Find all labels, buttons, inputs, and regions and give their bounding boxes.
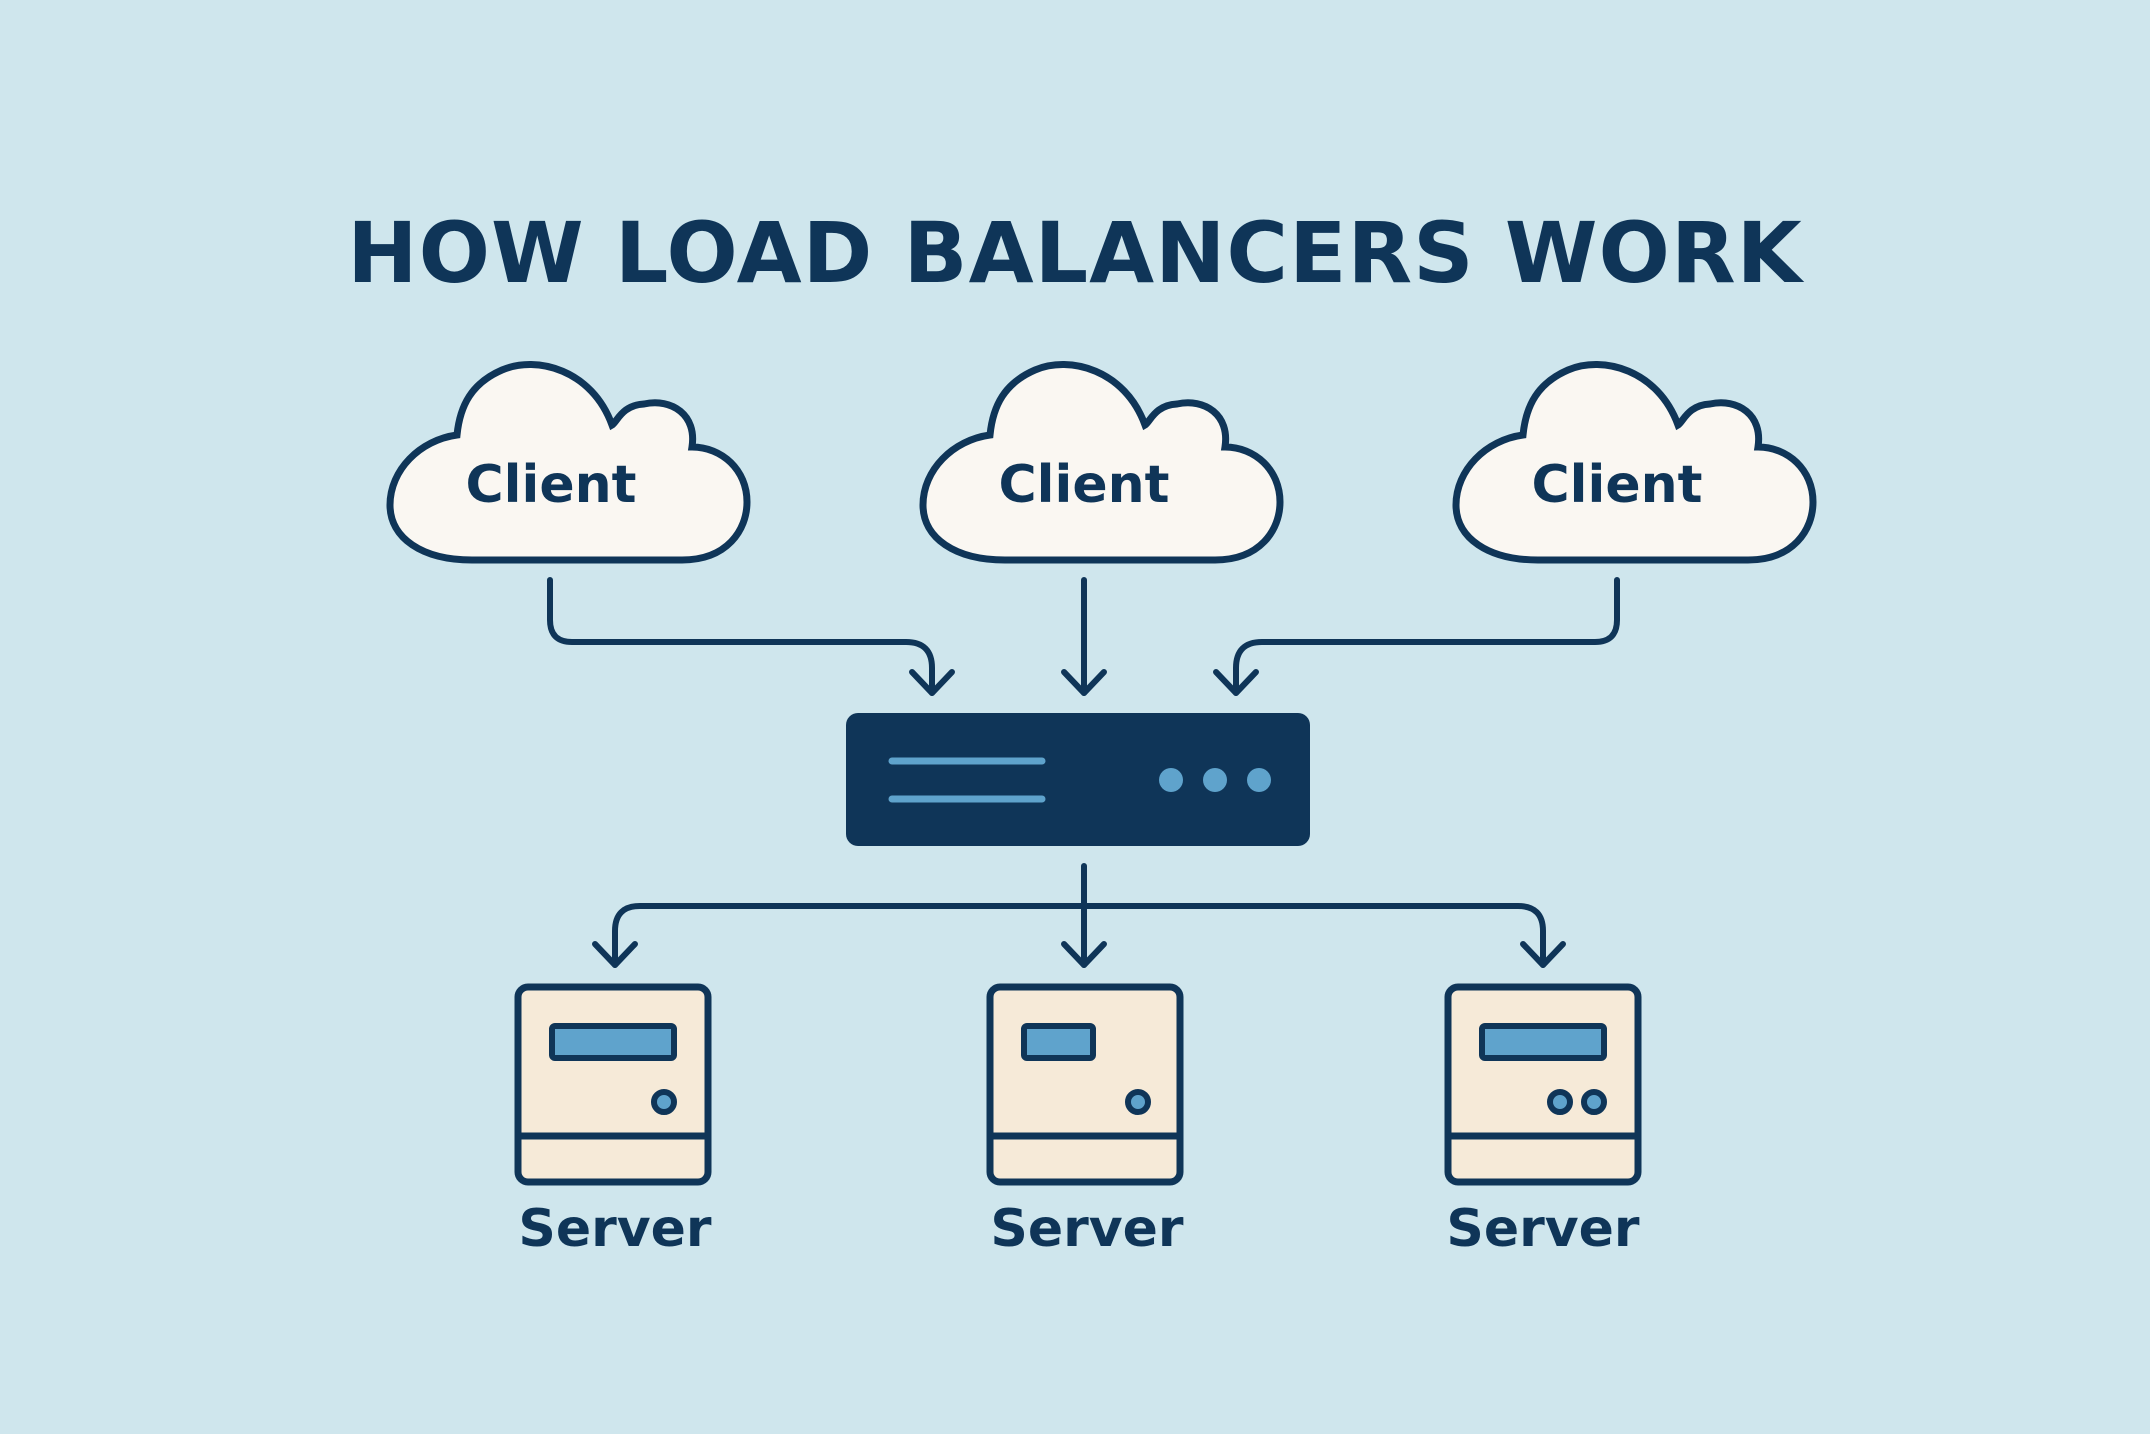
indicator-light	[1247, 768, 1271, 792]
arrowhead-icon	[1061, 941, 1107, 968]
server-label: Server	[518, 1199, 712, 1259]
balancer-to-server-3-arrow	[1081, 903, 1546, 968]
diagram-title: HOW LOAD BALANCERS WORK	[347, 204, 1804, 302]
load-balancer	[846, 713, 1310, 846]
server-body	[986, 983, 1184, 1186]
load-balancer-body	[846, 713, 1310, 846]
arrowhead-icon	[1213, 669, 1259, 696]
client-1-to-balancer-arrow	[547, 577, 935, 696]
client-cloud-2: Client	[923, 365, 1280, 560]
arrowhead-icon	[1520, 941, 1566, 968]
indicator-dot	[651, 1089, 677, 1115]
server-label: Server	[990, 1199, 1184, 1259]
arrowhead-icon	[1061, 669, 1107, 696]
client-label: Client	[999, 455, 1170, 515]
client-label: Client	[466, 455, 637, 515]
arrowhead-icon	[909, 669, 955, 696]
server-label: Server	[1446, 1199, 1640, 1259]
client-cloud-1: Client	[390, 365, 747, 560]
server-3: Server	[1444, 983, 1642, 1259]
client-cloud-3: Client	[1456, 365, 1813, 560]
drive-slot	[1479, 1023, 1607, 1061]
indicator-dot	[1125, 1089, 1151, 1115]
indicator-light	[1159, 768, 1183, 792]
client-label: Client	[1532, 455, 1703, 515]
server-2: Server	[986, 983, 1184, 1259]
indicator-dot	[1581, 1089, 1607, 1115]
client-3-to-balancer-arrow	[1233, 577, 1620, 696]
server-body	[1444, 983, 1642, 1186]
server-body	[514, 983, 712, 1186]
indicator-dot	[1547, 1089, 1573, 1115]
server-1: Server	[514, 983, 712, 1259]
drive-slot	[1021, 1023, 1096, 1061]
arrowhead-icon	[592, 941, 638, 968]
balancer-to-server-1-arrow	[612, 903, 1087, 968]
indicator-light	[1203, 768, 1227, 792]
drive-slot	[549, 1023, 677, 1061]
